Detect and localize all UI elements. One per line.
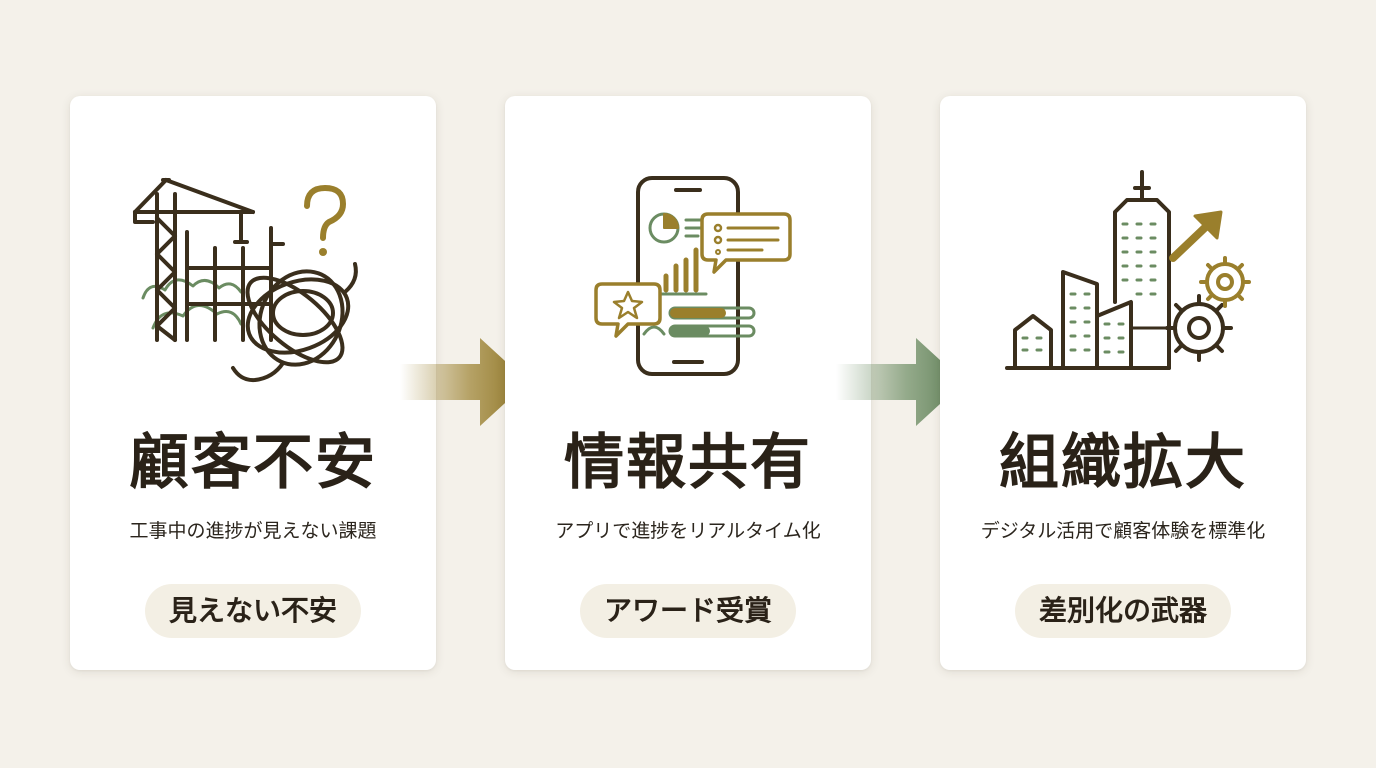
step-title: 組織拡大 — [999, 428, 1247, 498]
step-card-information-sharing: 情報共有 アプリで進捗をリアルタイム化 アワード受賞 — [505, 96, 871, 670]
step-badge: 差別化の武器 — [1014, 584, 1232, 638]
step-title: 情報共有 — [564, 428, 812, 498]
step-title: 顧客不安 — [129, 428, 377, 498]
step-card-organization-growth: 組織拡大 デジタル活用で顧客体験を標準化 差別化の武器 — [940, 96, 1306, 670]
step-subtitle: アプリで進捗をリアルタイム化 — [555, 520, 821, 542]
step-card-customer-anxiety: 顧客不安 工事中の進捗が見えない課題 見えない不安 — [70, 96, 436, 670]
construction-crane-tangle-icon — [133, 178, 358, 383]
step-badge: 見えない不安 — [144, 584, 362, 638]
step-badge: アワード受賞 — [579, 584, 797, 638]
step-subtitle: 工事中の進捗が見えない課題 — [129, 520, 377, 542]
step-subtitle: デジタル活用で顧客体験を標準化 — [980, 520, 1266, 542]
arrow-right-icon — [400, 338, 528, 426]
arrow-right-icon — [836, 338, 964, 426]
smartphone-dashboard-icon — [594, 176, 792, 376]
city-growth-gears-icon — [1005, 170, 1251, 370]
